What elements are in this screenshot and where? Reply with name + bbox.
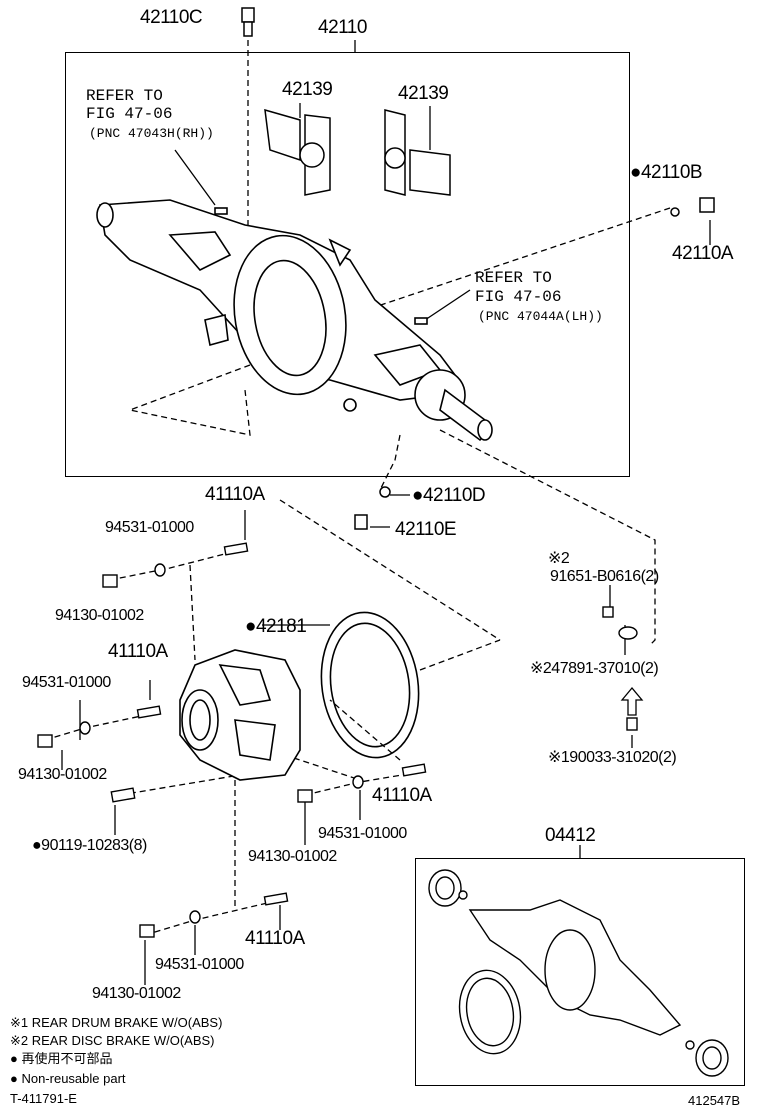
part-94130-a[interactable]: 94130-01002	[55, 607, 144, 624]
part-42110E[interactable]: 42110E	[395, 519, 457, 540]
part-41110A-a[interactable]: 41110A	[205, 484, 265, 505]
refer-lh-line2: FIG 47-06	[475, 288, 562, 306]
part-41110A-b[interactable]: 41110A	[108, 641, 168, 662]
part-94531-b[interactable]: 94531-01000	[22, 674, 111, 691]
part-42110[interactable]: 42110	[318, 17, 367, 38]
part-42110C[interactable]: 42110C	[140, 7, 203, 28]
refer-rh-line2: FIG 47-06	[86, 105, 173, 123]
kit-drawing	[428, 869, 729, 1077]
part-90033[interactable]: ※190033-31020(2)	[548, 749, 677, 766]
legend-note-1: ※1 REAR DRUM BRAKE W/O(ABS)	[10, 1015, 223, 1030]
part-42181[interactable]: ●42181	[245, 616, 307, 637]
refer-rh-line3: (PNC 47043H(RH))	[89, 126, 214, 141]
part-41110A-d[interactable]: 41110A	[245, 928, 305, 949]
axle-housing-drawing	[96, 199, 493, 442]
part-04412[interactable]: 04412	[545, 825, 596, 846]
carrier-housing-drawing	[179, 649, 301, 781]
part-42110D[interactable]: ●42110D	[412, 485, 486, 506]
part-42110A-top[interactable]: 42110A	[672, 243, 734, 264]
part-47891[interactable]: ※247891-37010(2)	[530, 660, 659, 677]
part-94531-a[interactable]: 94531-01000	[105, 519, 194, 536]
part-94130-c[interactable]: 94130-01002	[248, 848, 337, 865]
kit-frame	[415, 858, 745, 1086]
part-42139-right[interactable]: 42139	[398, 83, 449, 104]
legend-nonreusable-en: ● Non-reusable part	[10, 1071, 126, 1086]
part-94531-c[interactable]: 94531-01000	[318, 825, 407, 842]
legend-note-2: ※2 REAR DISC BRAKE W/O(ABS)	[10, 1033, 215, 1048]
part-94130-b[interactable]: 94130-01002	[18, 766, 107, 783]
refer-lh-line1: REFER TO	[475, 269, 552, 287]
refer-lh-line3: (PNC 47044A(LH))	[478, 309, 603, 324]
figure-code: T-411791-E	[10, 1091, 77, 1106]
legend-nonreusable-jp: ● 再使用不可部品	[10, 1051, 113, 1066]
part-91651[interactable]: 91651-B0616(2)	[550, 568, 659, 585]
part-42110B[interactable]: ●42110B	[630, 162, 703, 183]
gasket-drawing	[320, 611, 420, 759]
part-94531-d[interactable]: 94531-01000	[155, 956, 244, 973]
axle-housing-frame	[65, 52, 630, 477]
part-41110A-c[interactable]: 41110A	[372, 785, 432, 806]
note-mark-2: ※2	[548, 550, 570, 567]
illustration-number: 412547B	[688, 1093, 741, 1108]
fasteners-drawing	[37, 542, 638, 938]
bracket-drawings	[264, 108, 451, 196]
part-90119[interactable]: ●90119-10283(8)	[32, 837, 147, 854]
refer-rh-line1: REFER TO	[86, 87, 163, 105]
part-42139-left[interactable]: 42139	[282, 79, 333, 100]
part-94130-d[interactable]: 94130-01002	[92, 985, 181, 1002]
